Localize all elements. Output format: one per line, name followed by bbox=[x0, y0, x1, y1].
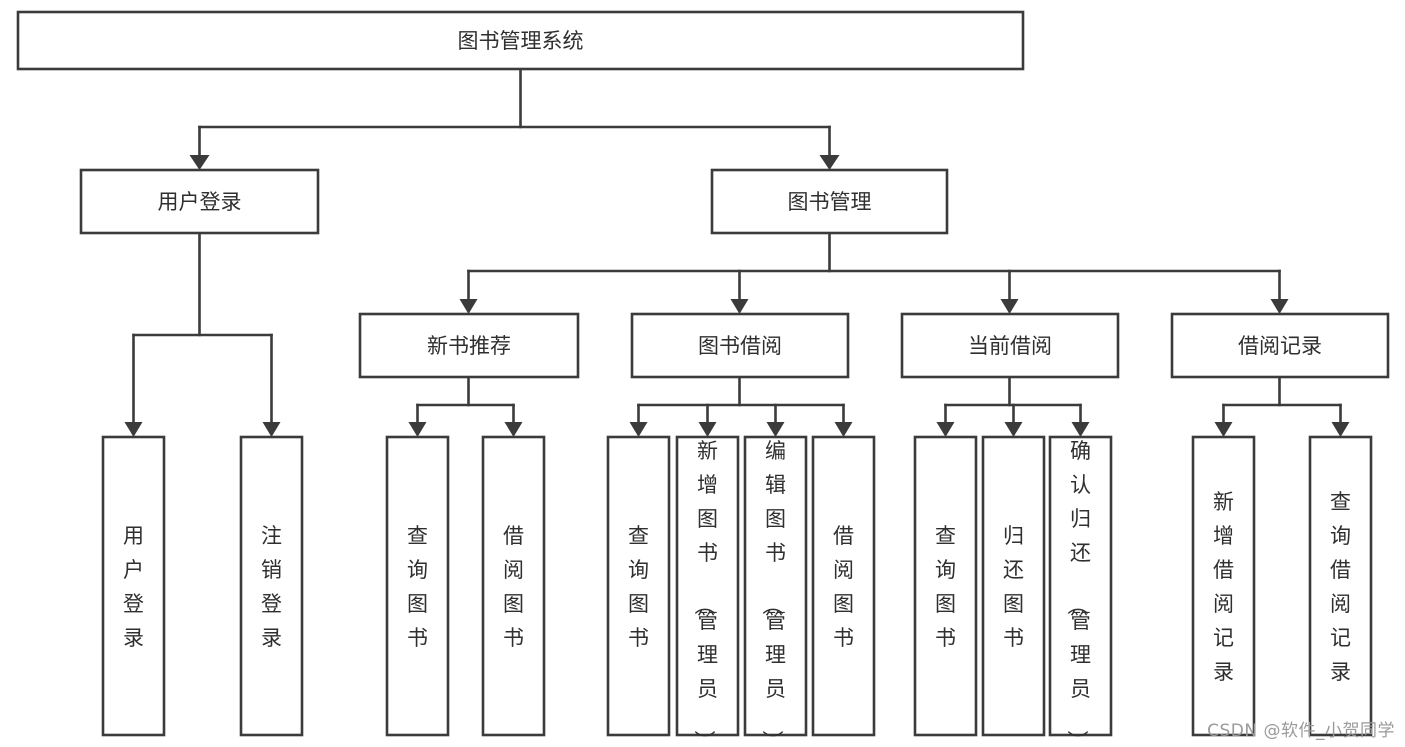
leaf-node-box[interactable] bbox=[981, 435, 1046, 737]
node-current-borrow-box[interactable] bbox=[900, 312, 1120, 379]
arrowhead-leaf-add-book bbox=[698, 422, 717, 437]
leaf-node-label: 新增借阅记录 bbox=[1213, 490, 1234, 684]
leaf-node-label: 借阅图书 bbox=[833, 524, 854, 650]
arrowhead-leaf-user-login bbox=[124, 422, 143, 437]
arrowhead-leaf-logout bbox=[262, 422, 281, 437]
node-book-borrow[interactable]: 图书借阅 bbox=[630, 312, 850, 379]
leaf-node-box[interactable] bbox=[743, 435, 808, 737]
node-root-label: 图书管理系统 bbox=[458, 29, 584, 53]
node-new-book-rec-label: 新书推荐 bbox=[427, 334, 511, 358]
leaf-node-label: 编辑图书（管理员） bbox=[760, 439, 786, 747]
arrowhead-leaf-edit-book bbox=[766, 422, 785, 437]
leaf-node-label: 查询图书 bbox=[407, 524, 428, 650]
node-new-book-rec[interactable]: 新书推荐 bbox=[358, 312, 580, 379]
node-borrow-record-label: 借阅记录 bbox=[1238, 334, 1322, 358]
leaf-node[interactable]: 借阅图书 bbox=[481, 435, 546, 737]
leaf-node-box[interactable] bbox=[1048, 435, 1113, 737]
edge-group-current-borrow bbox=[936, 375, 1090, 437]
node-borrow-record-box[interactable] bbox=[1170, 312, 1390, 379]
edge-group-user-login bbox=[124, 231, 281, 437]
node-current-borrow[interactable]: 当前借阅 bbox=[900, 312, 1120, 379]
node-root-box[interactable] bbox=[16, 10, 1025, 71]
leaf-node-label: 用户登录 bbox=[123, 524, 144, 650]
arrowhead-book-manage bbox=[819, 155, 840, 170]
leaf-node[interactable]: 编辑图书（管理员） bbox=[743, 435, 808, 747]
node-user-login-box[interactable] bbox=[79, 168, 320, 235]
node-book-borrow-box[interactable] bbox=[630, 312, 850, 379]
leaf-node[interactable]: 查询图书 bbox=[606, 435, 671, 737]
arrowhead-leaf-add-record bbox=[1214, 422, 1233, 437]
leaf-node-box[interactable] bbox=[606, 435, 671, 737]
leaf-node[interactable]: 查询图书 bbox=[913, 435, 978, 737]
arrowhead-leaf-query-record bbox=[1331, 422, 1350, 437]
node-user-login[interactable]: 用户登录 bbox=[79, 168, 320, 235]
leaf-node-label: 借阅图书 bbox=[503, 524, 524, 650]
arrowhead-leaf-query-book-c bbox=[936, 422, 955, 437]
leaf-node-box[interactable] bbox=[1308, 435, 1373, 737]
leaf-node-label: 查询图书 bbox=[628, 524, 649, 650]
leaf-node-box[interactable] bbox=[239, 435, 304, 737]
leaf-node[interactable]: 归还图书 bbox=[981, 435, 1046, 737]
arrowhead-leaf-borrow-book-a bbox=[504, 422, 523, 437]
leaf-node-label: 查询借阅记录 bbox=[1330, 490, 1351, 684]
node-borrow-record[interactable]: 借阅记录 bbox=[1170, 312, 1390, 379]
arrowhead-borrow-record bbox=[1270, 299, 1289, 314]
arrowhead-leaf-return-book bbox=[1004, 422, 1023, 437]
edge-group-new-book-rec bbox=[408, 375, 523, 437]
leaf-node[interactable]: 查询借阅记录 bbox=[1308, 435, 1373, 737]
leaf-node-box[interactable] bbox=[913, 435, 978, 737]
leaf-node-label: 新增图书（管理员） bbox=[692, 439, 718, 747]
arrowhead-leaf-confirm-return bbox=[1071, 422, 1090, 437]
edge-group-book-borrow bbox=[629, 375, 853, 437]
leaf-node-label: 查询图书 bbox=[935, 524, 956, 650]
leaf-node-layer: 用户登录 注销登录 查询图书 借阅图书 查询图书 新增图书（管理员） 编辑图书（管理员） 借阅… bbox=[101, 435, 1373, 747]
edge-group-book-manage bbox=[459, 231, 1289, 314]
node-book-borrow-label: 图书借阅 bbox=[698, 334, 782, 358]
leaf-node-box[interactable] bbox=[481, 435, 546, 737]
leaf-node[interactable]: 新增借阅记录 bbox=[1191, 435, 1256, 737]
arrowhead-new-book-rec bbox=[459, 299, 478, 314]
leaf-node-box[interactable] bbox=[101, 435, 166, 737]
node-book-manage[interactable]: 图书管理 bbox=[710, 168, 949, 235]
arrowhead-book-borrow bbox=[730, 299, 749, 314]
leaf-node-label: 归还图书 bbox=[1003, 524, 1024, 650]
arrowhead-leaf-query-book-a bbox=[408, 422, 427, 437]
leaf-node[interactable]: 确认归还（管理员） bbox=[1048, 435, 1113, 747]
leaf-node[interactable]: 用户登录 bbox=[101, 435, 166, 737]
node-root[interactable]: 图书管理系统 bbox=[16, 10, 1025, 71]
node-current-borrow-label: 当前借阅 bbox=[968, 334, 1052, 358]
leaf-node[interactable]: 借阅图书 bbox=[811, 435, 876, 737]
edge-group-root bbox=[189, 67, 840, 170]
arrowhead-leaf-query-book-b bbox=[629, 422, 648, 437]
leaf-node-box[interactable] bbox=[675, 435, 740, 737]
node-new-book-rec-box[interactable] bbox=[358, 312, 580, 379]
arrowhead-leaf-borrow-book-b bbox=[834, 422, 853, 437]
leaf-node-box[interactable] bbox=[385, 435, 450, 737]
leaf-node[interactable]: 新增图书（管理员） bbox=[675, 435, 740, 747]
arrowhead-current-borrow bbox=[1000, 299, 1019, 314]
leaf-node[interactable]: 查询图书 bbox=[385, 435, 450, 737]
node-book-manage-box[interactable] bbox=[710, 168, 949, 235]
leaf-node-label: 确认归还（管理员） bbox=[1065, 439, 1091, 747]
leaf-node-box[interactable] bbox=[1191, 435, 1256, 737]
leaf-node[interactable]: 注销登录 bbox=[239, 435, 304, 737]
node-book-manage-label: 图书管理 bbox=[788, 190, 872, 214]
node-user-login-label: 用户登录 bbox=[158, 190, 242, 214]
arrowhead-user-login bbox=[189, 155, 210, 170]
watermark-label: CSDN @软件_小贺同学 bbox=[1207, 721, 1395, 741]
leaf-node-label: 注销登录 bbox=[261, 524, 282, 650]
leaf-node-box[interactable] bbox=[811, 435, 876, 737]
edge-group-borrow-record bbox=[1214, 375, 1350, 437]
